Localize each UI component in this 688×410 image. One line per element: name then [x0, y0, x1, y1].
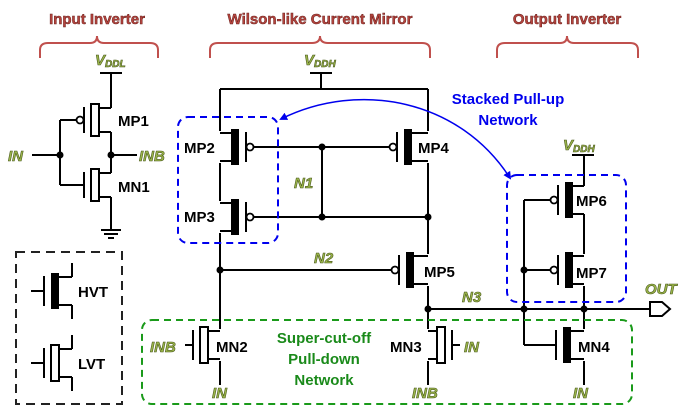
pmos-bubble-icon [245, 212, 255, 222]
vddh-label-mirror: VDDH [304, 52, 336, 70]
lvt-channel [436, 326, 446, 364]
brace-current-mirror [209, 35, 431, 58]
transistor-mn3 [428, 326, 453, 364]
hvt-channel [231, 129, 239, 165]
hvt-channel [51, 273, 59, 309]
section-title-output-inverter: Output Inverter [513, 11, 622, 28]
junction-dot [580, 305, 588, 313]
net-label-in: IN [8, 148, 24, 165]
vddl-label: VDDL [95, 52, 126, 70]
output-port-icon [649, 301, 672, 317]
section-title-current-mirror: Wilson-like Current Mirror [228, 11, 413, 28]
net-label-mn2-gate: INB [150, 339, 176, 356]
lvt-channel [50, 344, 60, 382]
net-label-mn4-source: IN [573, 385, 589, 402]
label-mp5: MP5 [424, 264, 455, 281]
transistor-mp1 [75, 103, 111, 137]
transistor-mp5 [390, 252, 428, 288]
junction-dot [318, 213, 326, 221]
vddh-label-output: VDDH [563, 137, 595, 155]
junction-dot [318, 143, 326, 151]
hvt-channel [404, 129, 412, 165]
junction-dot [520, 305, 528, 313]
transistor-mp6 [549, 182, 584, 218]
pmos-bubble-icon [390, 265, 400, 275]
pulldown-label-line3: Network [294, 372, 354, 389]
lvt-channel [90, 103, 100, 137]
pmos-bubble-icon [75, 115, 85, 125]
legend-box [15, 251, 123, 405]
pullup-label-line2: Network [478, 112, 538, 129]
brace-input-inverter [39, 35, 159, 58]
pmos-bubble-icon [245, 142, 255, 152]
label-mp2: MP2 [184, 140, 215, 157]
junction-dot [107, 151, 115, 159]
net-label-out: OUT [645, 281, 679, 298]
pulldown-label-line2: Pull-down [288, 351, 360, 368]
net-label-n3: N3 [462, 289, 482, 306]
transistor-mn1 [83, 168, 111, 202]
pullup-label-line1: Stacked Pull-up [452, 91, 565, 108]
junction-dot [216, 266, 224, 274]
label-mn4: MN4 [578, 339, 610, 356]
label-mp7: MP7 [576, 265, 607, 282]
legend-hvt-label: HVT [78, 284, 108, 301]
junction-dot [520, 266, 528, 274]
transistor-mn2 [192, 326, 220, 364]
label-mp1: MP1 [118, 113, 149, 130]
junction-dot [424, 305, 432, 313]
label-mn2: MN2 [216, 339, 248, 356]
hvt-channel [565, 252, 573, 288]
net-label-mn3-gate: IN [464, 339, 480, 356]
net-label-n2: N2 [314, 250, 334, 267]
pullup-group-box-right [506, 174, 627, 303]
junction-dot [424, 213, 432, 221]
label-mp4: MP4 [418, 140, 450, 157]
transistor-mn4 [555, 327, 584, 363]
hvt-channel [231, 199, 239, 235]
pulldown-network-box [141, 319, 633, 405]
lvt-channel [90, 168, 100, 202]
legend-lvt-label: LVT [78, 356, 105, 373]
net-label-n1: N1 [294, 175, 313, 192]
net-label-mn2-source: IN [212, 385, 228, 402]
label-mn3: MN3 [390, 339, 422, 356]
hvt-channel [406, 252, 414, 288]
pullup-group-box-left [177, 116, 279, 244]
pmos-bubble-icon [549, 195, 559, 205]
pulldown-label-line1: Super-cut-off [277, 330, 372, 347]
transistor-mp3 [220, 199, 255, 235]
lvt-channel [199, 326, 209, 364]
pullup-link-arrow [279, 98, 512, 180]
label-mp6: MP6 [576, 193, 607, 210]
legend-hvt-symbol [31, 263, 73, 319]
net-label-mn3-source: INB [412, 385, 438, 402]
hvt-channel [565, 182, 573, 218]
pmos-bubble-icon [549, 265, 559, 275]
transistor-mp2 [220, 129, 255, 165]
brace-output-inverter [496, 35, 639, 58]
label-mn1: MN1 [118, 179, 150, 196]
legend-lvt-symbol [31, 335, 73, 391]
pmos-bubble-icon [388, 142, 398, 152]
net-label-inb: INB [139, 148, 165, 165]
label-mp3: MP3 [184, 209, 215, 226]
section-title-input-inverter: Input Inverter [49, 11, 145, 28]
junction-dot [56, 151, 64, 159]
transistor-mp7 [549, 252, 584, 288]
hvt-channel [563, 327, 571, 363]
